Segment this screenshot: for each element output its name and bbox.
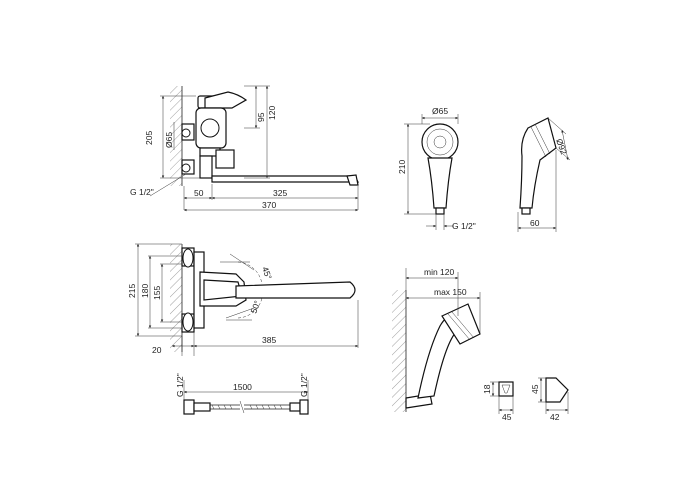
hose-thread-right: G 1/2" — [299, 373, 309, 397]
holder-side-view: 45 42 — [530, 377, 569, 422]
wall-hatch — [170, 86, 182, 186]
holder-h-45-side: 45 — [530, 384, 540, 394]
dim-180: 180 — [140, 284, 150, 298]
faucet-body-top — [181, 247, 356, 333]
dim-120: 120 — [267, 106, 277, 120]
angle-45: 45° — [260, 265, 274, 281]
dim-95: 95 — [256, 112, 266, 122]
side-view: 205 Ø65 95 120 G 1/2" 50 325 370 — [130, 85, 359, 212]
hose-length: 1500 — [233, 382, 252, 392]
head-dia-65: Ø65 — [432, 106, 448, 116]
dim-370: 370 — [262, 200, 276, 210]
holder-front-view: 18 45 — [482, 381, 514, 422]
holder-w-45-front: 45 — [502, 412, 512, 422]
dim-385: 385 — [262, 335, 276, 345]
shower-head-front: Ø65 210 G 1/2" — [397, 106, 476, 231]
dim-205: 205 — [144, 131, 154, 145]
holder-max-150: max 150 — [434, 287, 467, 297]
dim-20: 20 — [152, 345, 162, 355]
dim-325: 325 — [273, 188, 287, 198]
head-thread: G 1/2" — [452, 221, 476, 231]
angle-50: 50° — [248, 299, 262, 315]
top-view: 45° 50° 215 180 155 20 385 — [127, 243, 359, 356]
holder-h-18: 18 — [482, 384, 492, 394]
shower-head-side: Ø92 60 — [517, 117, 571, 232]
hose-knurl — [211, 404, 283, 410]
hose-thread-left: G 1/2" — [175, 373, 185, 397]
handle-rotation-arcs — [220, 253, 263, 321]
faucet-body-side — [181, 91, 359, 186]
holder-min-120: min 120 — [424, 267, 455, 277]
head-height-210: 210 — [397, 160, 407, 174]
head-width-60: 60 — [530, 218, 540, 228]
dim-50: 50 — [194, 188, 204, 198]
holder-w-42: 42 — [550, 412, 560, 422]
holder-assembly: min 120 max 150 18 45 45 42 — [392, 267, 569, 422]
wall-hatch-top — [170, 244, 182, 352]
thread-label-side: G 1/2" — [130, 187, 154, 197]
dim-215: 215 — [127, 284, 137, 298]
hose-view: 1500 G 1/2" G 1/2" — [175, 373, 309, 415]
dim-155: 155 — [152, 286, 162, 300]
dim-dia65: Ø65 — [164, 132, 174, 148]
wall-hatch-holder — [392, 290, 406, 412]
